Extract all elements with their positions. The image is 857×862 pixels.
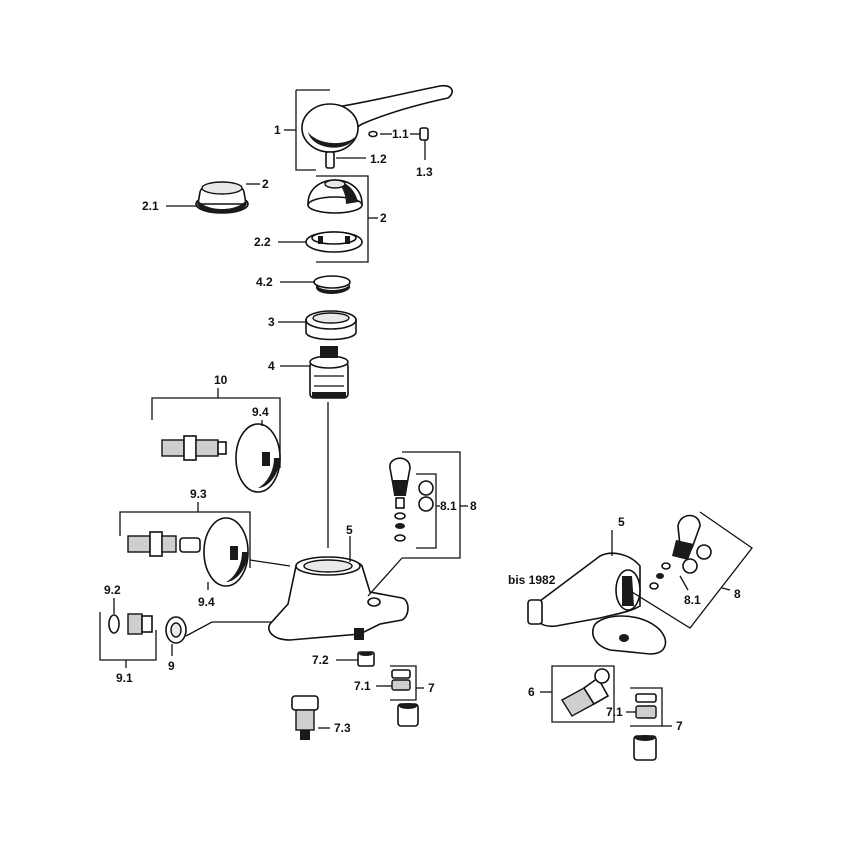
label-bis-1982: bis 1982 [508,573,556,587]
bracket-10 [151,397,281,468]
part-1-1-screw [368,130,392,138]
label-2a: 2 [262,177,269,191]
part-2-1-cover-cap [195,181,249,214]
part-4-2-snap-ring [313,275,351,294]
leader-8-1b [679,575,689,591]
part-3-nut [305,310,357,341]
label-3: 3 [268,315,275,329]
leader-body-left [249,559,291,567]
part-2-dome-cap [307,179,363,214]
part-9-2-washer [108,614,120,634]
label-9-2: 9.2 [104,583,121,597]
label-9: 9 [168,659,175,673]
part-10-connector [161,435,227,461]
label-7-3: 7.3 [334,721,351,735]
bracket-7a [390,665,417,701]
label-1-1: 1.1 [392,127,409,141]
bracket-8 [402,451,461,559]
label-8b: 8 [734,587,741,601]
bracket-9-3 [119,511,251,568]
bracket-6 [551,665,615,723]
label-9-1: 9.1 [116,671,133,685]
part-7-aerator-housing-right [633,735,657,761]
part-9-4-rosette-upper [235,423,281,493]
label-9-4b: 9.4 [198,595,215,609]
label-5a: 5 [346,523,353,537]
part-7-3-fitting [291,695,319,740]
part-7-1-aerator-left [391,669,411,691]
label-10: 10 [214,373,228,387]
part-5-mixer-body [268,556,409,641]
bracket-9-1 [99,612,157,661]
part-2-2-ring [305,231,363,253]
label-8a: 8 [470,499,477,513]
part-6-elbow [561,668,610,717]
label-4-2: 4.2 [256,275,273,289]
label-4: 4 [268,359,275,373]
label-8-1b: 8.1 [684,593,701,607]
label-5b: 5 [618,515,625,529]
label-7-2: 7.2 [312,653,329,667]
label-2-2: 2.2 [254,235,271,249]
label-7b: 7 [676,719,683,733]
label-6: 6 [528,685,535,699]
bracket-8-1 [416,473,437,549]
leader-9-body [185,621,272,637]
part-7-1-aerator-right [635,693,657,719]
part-8-1-o-rings-right [682,544,712,574]
label-1: 1 [274,123,281,137]
part-5-mixer-body-old [527,552,667,655]
label-1-2: 1.2 [370,152,387,166]
label-8-1a: 8.1 [440,499,457,513]
leader-8b [721,587,731,591]
part-8-1-o-rings [418,480,434,512]
part-4-cartridge [309,346,349,399]
label-2-1: 2.1 [142,199,159,213]
part-9-1-nipple [127,613,153,635]
label-7-1b: 7.1 [606,705,623,719]
part-1-lever-handle [301,84,453,153]
part-8-diverter-knob [389,457,411,542]
bracket-2 [316,175,369,263]
label-1-3: 1.3 [416,165,433,179]
bracket-7b [630,687,663,727]
part-9-nut [165,616,187,644]
part-7-2-insert [357,651,375,667]
part-7-aerator-housing-left [397,703,419,727]
part-1-2-pin [325,151,366,169]
bracket-8b [631,511,753,629]
label-2b: 2 [380,211,387,225]
label-9-3: 9.3 [190,487,207,501]
label-9-4a: 9.4 [252,405,269,419]
leader-8-body [367,557,403,597]
label-7a: 7 [428,681,435,695]
bracket-1 [295,90,316,171]
part-8-diverter-knob-right [649,514,701,590]
part-1-3-cap [410,127,429,160]
label-7-1a: 7.1 [354,679,371,693]
part-9-4-rosette-lower [203,517,249,587]
part-9-3-connector [127,531,201,557]
